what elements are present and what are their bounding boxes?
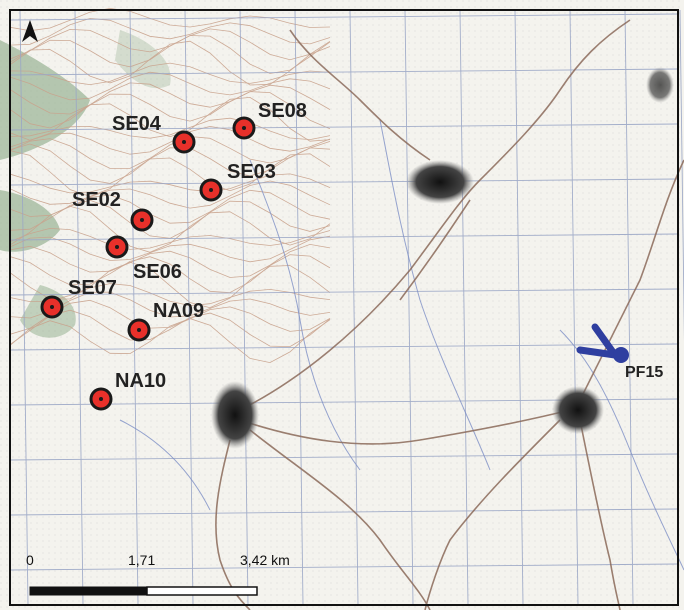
site-marker-center [99,397,103,401]
towns [211,67,674,449]
grid-line [9,123,679,131]
town-north [406,160,474,204]
site-marker-center [209,188,213,192]
site-label: NA10 [115,370,166,392]
contour-line [9,40,331,86]
site-se03[interactable]: SE03 [199,161,276,202]
site-label: SE08 [258,100,307,122]
roads [215,19,684,610]
contour-line [9,91,331,130]
grid-line [9,178,679,186]
contour-line [9,318,331,364]
contour-line [9,299,331,335]
grid-line [514,9,524,606]
grid-line [9,68,679,76]
grid-line [569,9,579,606]
contour-line [9,205,331,253]
grid-line [9,343,679,351]
north-arrow-icon [22,20,38,42]
site-se04[interactable]: SE04 [112,113,196,154]
grid-line [19,9,29,606]
grid-line [349,9,359,606]
town-center [211,381,259,449]
town-east [552,386,604,434]
grid-line [184,9,194,606]
grid-line [239,9,249,606]
grid-line [129,9,139,606]
grid-line [624,9,634,606]
contour-line [9,28,331,61]
scale-label-0: 0 [26,552,34,568]
site-marker-center [242,126,246,130]
contour-line [9,117,331,141]
contour-line [9,243,331,278]
site-marker-center [140,218,144,222]
contour-line [9,173,331,194]
streams [119,119,684,571]
contour-line [9,150,331,197]
grid-line [679,9,684,341]
site-marker-center [115,245,119,249]
site-na09[interactable]: NA09 [127,300,204,342]
site-marker-center [137,328,141,332]
site-se08[interactable]: SE08 [232,100,307,140]
station-pf15[interactable]: PF15 [576,323,663,381]
contour-line [9,136,331,169]
station-marker [613,347,629,363]
contour-line [9,180,331,209]
scale-bar-black-segment [29,586,148,596]
contour-line [9,254,331,294]
grid-line [459,9,469,606]
contour-line [9,235,331,263]
grid-line [74,9,84,606]
site-na10[interactable]: NA10 [89,370,166,411]
contour-line [9,309,331,348]
site-label: SE04 [112,113,162,135]
contour-line [9,17,331,46]
contour-line [9,189,331,224]
site-se02[interactable]: SE02 [72,189,154,232]
grid-line [9,508,679,516]
map-frame [9,9,679,606]
scale-label-mid: 1,71 [128,552,155,568]
site-se06[interactable]: SE06 [105,235,182,283]
contour-line [9,7,331,32]
grid-line [9,13,679,21]
scale-bar-white-segment [146,586,258,596]
contour-line [9,96,331,142]
grid-line [294,9,304,606]
site-label: SE06 [133,261,182,283]
contour-line [9,199,331,239]
scale-bar: 0 1,71 3,42 km [26,552,290,596]
grid-line [9,288,679,296]
contour-line [9,227,331,250]
site-label: NA09 [153,300,204,322]
grid-line [404,9,414,606]
contour-lines [9,7,331,364]
station-arrow-shaft [576,346,619,359]
grid-line [9,453,679,461]
site-marker-center [182,140,186,144]
site-label: SE07 [68,277,117,299]
scale-label-end: 3,42 km [240,552,290,568]
town-northeast [646,67,674,103]
site-marker-center [50,305,54,309]
site-label: SE03 [227,161,276,183]
station-arrow-head [591,323,619,359]
site-label: SE02 [72,189,121,211]
station-label: PF15 [625,364,663,381]
grid-line [9,563,679,571]
contour-line [9,82,331,115]
contour-line [9,143,331,184]
map-grid [9,9,684,606]
site-se07[interactable]: SE07 [40,277,117,319]
contour-line [9,125,331,155]
